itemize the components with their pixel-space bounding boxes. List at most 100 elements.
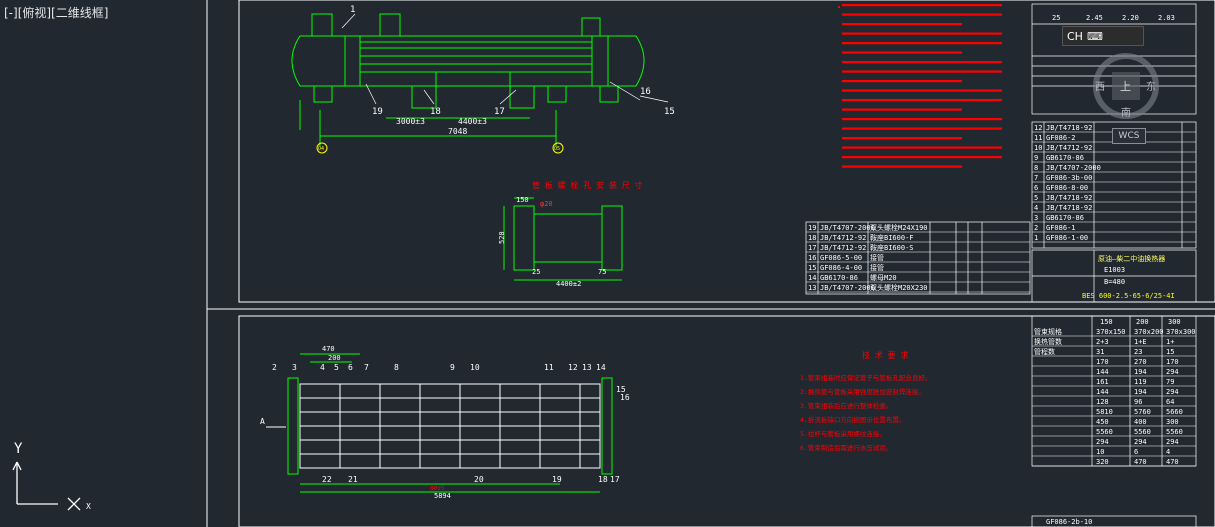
balloon-18: 18: [430, 107, 441, 117]
right-row-code: JB/T4718-92: [1046, 124, 1092, 132]
dim-80: 80±5: [430, 485, 445, 492]
parts-row-no: 14: [808, 274, 816, 282]
balloon-21: 21: [348, 475, 358, 484]
spec-cell: 10: [1096, 448, 1104, 456]
spec-cell: 270: [1134, 358, 1147, 366]
spec-cell: 96: [1134, 398, 1142, 406]
compass-west[interactable]: 西: [1095, 82, 1105, 93]
note-line: 4.折流板缺口方向按图示位置布置。: [800, 415, 905, 424]
note-line: [842, 118, 1002, 121]
dim-7048: 7048: [448, 127, 467, 136]
top-value-1: 25: [1052, 14, 1060, 22]
parts-row-name: 双头螺栓M20X230: [870, 283, 928, 292]
parts-row-no: 18: [808, 234, 816, 242]
note-line: [842, 42, 1002, 45]
right-row-code: JB/T4707-2000: [1046, 164, 1101, 172]
top-value-2: 2.45: [1086, 14, 1103, 22]
balloon-4: 4: [320, 363, 325, 372]
tube-sheet-detail: [503, 197, 623, 281]
spec-cell: 15: [1166, 348, 1174, 356]
balloon-17: 17: [494, 107, 505, 117]
spec-cell: 320: [1096, 458, 1109, 466]
spec-cell: 161: [1096, 378, 1109, 386]
balloon-16: 16: [640, 87, 651, 97]
parts-row-name: 双头螺栓M24X190: [870, 223, 928, 232]
parts-row-code: JB/T4712-92: [820, 244, 866, 252]
dim-4400: 4400±3: [458, 117, 487, 126]
right-row-code: GF086-1: [1046, 224, 1076, 232]
dim-4400-2: 4400±2: [556, 280, 581, 288]
datum-o5: O5: [554, 146, 560, 152]
spec-cell: 294: [1166, 438, 1179, 446]
ucs-x-label: X: [86, 502, 91, 511]
spec-header-cell: 150: [1100, 318, 1113, 326]
parts-row-code: JB/T4707-2000: [820, 224, 875, 232]
ucs-y-label: Y: [14, 441, 23, 457]
dim-75: 75: [598, 268, 606, 276]
note-line: [842, 61, 1002, 64]
title-spec: BES 600-2.5-65-6/25-4I: [1082, 292, 1175, 300]
compass-top[interactable]: 上: [1120, 80, 1131, 93]
note-line: [842, 23, 962, 26]
spec-cell: 管束规格: [1034, 327, 1062, 336]
balloon-11: 11: [544, 363, 554, 372]
spec-cell: 194: [1134, 368, 1147, 376]
spec-cell: 170: [1096, 358, 1109, 366]
right-row-no: 6: [1034, 184, 1038, 192]
dim-470: 470: [322, 345, 335, 353]
right-row-no: 8: [1034, 164, 1038, 172]
balloon-19: 19: [372, 107, 383, 117]
ime-indicator[interactable]: CH ⌨: [1062, 26, 1144, 46]
parts-row-code: GB6170-86: [820, 274, 858, 282]
spec-cell: 370x300: [1166, 328, 1196, 336]
right-row-no: 1: [1034, 234, 1038, 242]
dim-520: 520: [498, 231, 506, 244]
spec-cell: 370x150: [1096, 328, 1126, 336]
right-row-code: GF086-2: [1046, 134, 1076, 142]
note-line: [842, 70, 1002, 73]
viewcube-compass[interactable]: 上 西 东 南: [1090, 50, 1162, 122]
spec-cell: 31: [1096, 348, 1104, 356]
spec-cell: 5560: [1166, 428, 1183, 436]
note-line: [842, 156, 1002, 159]
parts-row-name: 螺母M20: [870, 273, 897, 282]
note-line: [842, 127, 1002, 130]
spec-cell: 400: [1134, 418, 1147, 426]
parts-row-no: 15: [808, 264, 816, 272]
title-code: E1003: [1104, 266, 1125, 274]
ucs-icon: [12, 461, 81, 511]
balloon-18: 18: [598, 475, 608, 484]
right-row-code: GF086-8-00: [1046, 184, 1088, 192]
spec-cell: 119: [1134, 378, 1147, 386]
note-line: 2.换热管与管板采用强度胀加密封焊连接。: [800, 387, 925, 396]
note-line: [842, 51, 962, 54]
notes-title: 技 术 要 求: [862, 350, 908, 360]
balloon-9: 9: [450, 363, 455, 372]
spec-cell: 5760: [1134, 408, 1151, 416]
viewport-controls-label[interactable]: [-][俯视][二维线框]: [4, 6, 109, 20]
balloon-leaders: [341, 13, 669, 105]
dim-phi20: φ20: [540, 200, 553, 208]
balloon-7: 7: [364, 363, 369, 372]
compass-east[interactable]: 东: [1146, 80, 1156, 93]
spec-cell: 4: [1166, 448, 1170, 456]
balloon-13: 13: [582, 363, 592, 372]
parts-row-name: 接管: [870, 253, 884, 262]
compass-south[interactable]: 南: [1121, 106, 1131, 119]
note-line: 3.管束组装后应进行整体检查。: [800, 401, 892, 410]
spec-cell: 144: [1096, 388, 1109, 396]
spec-cell: 294: [1096, 438, 1109, 446]
right-row-code: GF086-3b-00: [1046, 174, 1092, 182]
balloon-2: 2: [272, 363, 277, 372]
note-line: [842, 4, 1002, 7]
spec-cell: 470: [1134, 458, 1147, 466]
note-line: [842, 80, 962, 83]
title-weight: B=480: [1104, 278, 1125, 286]
right-row-no: 10: [1034, 144, 1042, 152]
balloon-5: 5: [334, 363, 339, 372]
spec-cell: 5560: [1096, 428, 1113, 436]
tube-sheet-title: 管 板 螺 栓 孔 安 装 尺 寸: [532, 180, 643, 190]
parts-row-name: 接管: [870, 263, 884, 272]
wcs-menu[interactable]: WCS: [1112, 128, 1146, 144]
